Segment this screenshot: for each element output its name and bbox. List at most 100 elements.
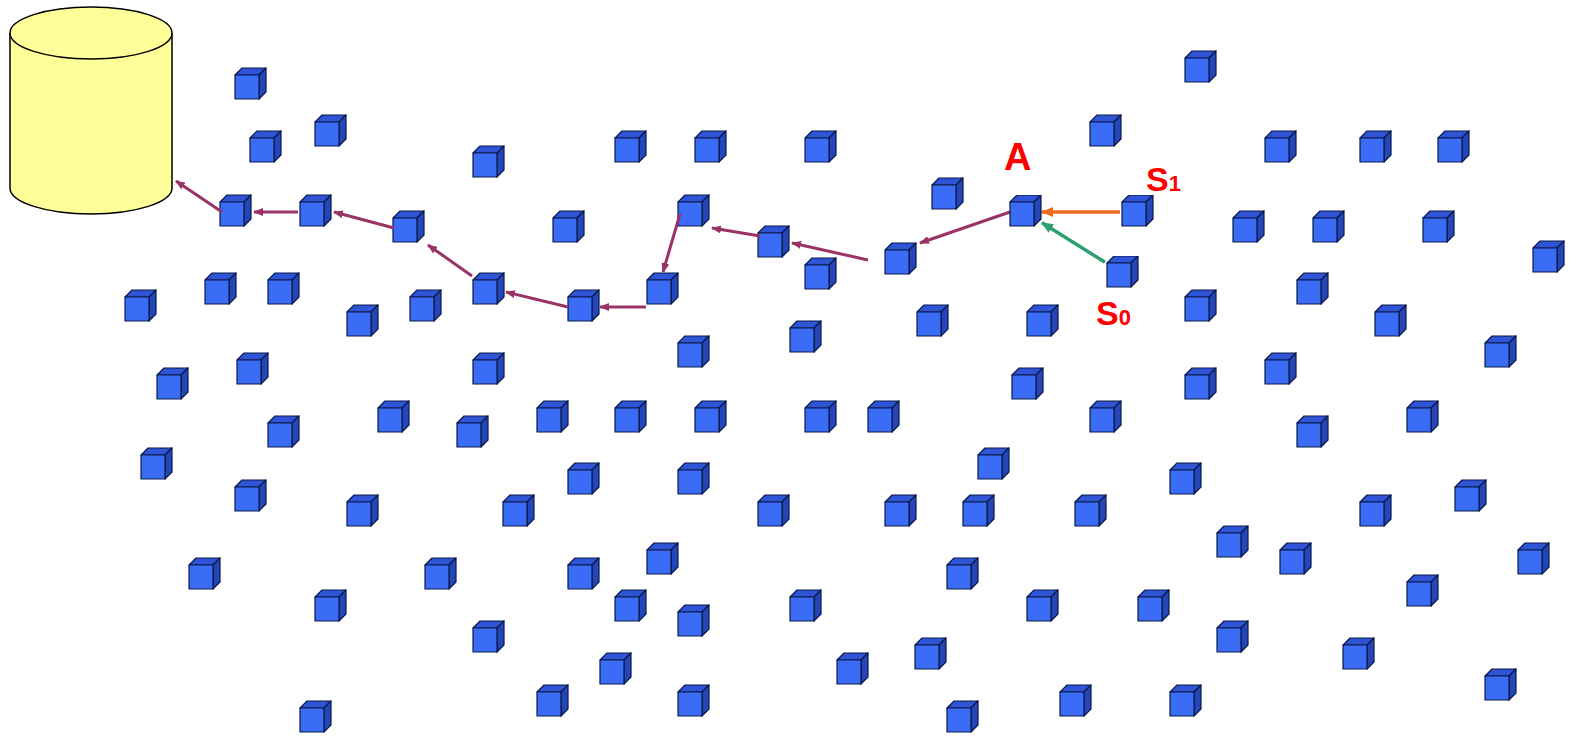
cube-face — [1233, 218, 1257, 242]
cube-face — [378, 408, 402, 432]
sensor-cube — [393, 211, 424, 242]
cube-face — [1280, 550, 1304, 574]
cube-face — [885, 502, 909, 526]
cube-face — [917, 312, 941, 336]
cube-face — [561, 401, 568, 432]
node-label: A — [1004, 138, 1031, 176]
cube-face — [941, 305, 948, 336]
sensor-cube — [568, 290, 599, 321]
cube-face — [702, 195, 709, 226]
cube-face — [1194, 685, 1201, 716]
cube-face — [300, 708, 324, 732]
cube-face — [1360, 138, 1384, 162]
sensor-cube — [963, 495, 994, 526]
sensor-cube — [473, 146, 504, 177]
sensor-cube — [315, 115, 346, 146]
sensor-cube — [758, 495, 789, 526]
cube-face — [600, 660, 624, 684]
cube-face — [1027, 312, 1051, 336]
cube-face — [671, 543, 678, 574]
sensor-cube — [615, 401, 646, 432]
sensor-cube — [1090, 115, 1121, 146]
cube-face — [671, 273, 678, 304]
cube-face — [1027, 597, 1051, 621]
cube-face — [292, 273, 299, 304]
cube-face — [1138, 597, 1162, 621]
cube-symbol — [1120, 195, 1154, 229]
cube-face — [1034, 195, 1041, 226]
sensor-node: S1 — [1120, 195, 1154, 229]
sensor-cube — [1233, 211, 1264, 242]
cube-face — [1297, 423, 1321, 447]
report-arrow — [1042, 223, 1105, 263]
sensor-cube — [678, 195, 709, 226]
cube-face — [719, 131, 726, 162]
route-arrow — [506, 292, 568, 307]
cube-face — [141, 455, 165, 479]
cube-face — [189, 565, 213, 589]
sensor-cube — [457, 416, 488, 447]
cube-face — [125, 297, 149, 321]
cube-face — [1431, 575, 1438, 606]
cube-face — [1479, 480, 1486, 511]
sensor-cube — [1297, 273, 1328, 304]
sensor-cube — [885, 243, 916, 274]
cube-face — [829, 258, 836, 289]
sensor-cube — [678, 336, 709, 367]
cube-face — [235, 487, 259, 511]
sensor-cube — [837, 653, 868, 684]
cube-face — [347, 312, 371, 336]
sensor-cube — [947, 701, 978, 732]
sensor-cube — [1518, 543, 1549, 574]
cube-face — [702, 685, 709, 716]
cube-face — [1485, 676, 1509, 700]
sensor-cube — [932, 178, 963, 209]
cube-face — [829, 401, 836, 432]
sensor-cube — [1297, 416, 1328, 447]
cube-face — [315, 122, 339, 146]
cube-face — [971, 701, 978, 732]
cube-face — [473, 628, 497, 652]
cube-face — [1321, 273, 1328, 304]
cube-face — [371, 305, 378, 336]
cube-face — [497, 273, 504, 304]
cube-face — [814, 590, 821, 621]
cube-face — [1241, 526, 1248, 557]
cube-face — [695, 138, 719, 162]
sensor-cube — [205, 273, 236, 304]
cube-face — [837, 660, 861, 684]
node-label: S1 — [1146, 162, 1181, 196]
cube-face — [1360, 502, 1384, 526]
cube-face — [624, 653, 631, 684]
route-arrow — [334, 212, 394, 228]
cube-face — [1060, 692, 1084, 716]
sensor-cube — [758, 226, 789, 257]
cube-face — [1297, 280, 1321, 304]
sensor-cube — [678, 685, 709, 716]
sensor-cube — [250, 131, 281, 162]
cube-face — [1509, 669, 1516, 700]
sensor-cube — [615, 131, 646, 162]
sensor-cube — [678, 605, 709, 636]
cube-face — [719, 401, 726, 432]
cube-face — [1557, 241, 1564, 272]
cube-face — [393, 218, 417, 242]
sensor-cube — [978, 448, 1009, 479]
cube-face — [220, 202, 244, 226]
route-arrow — [600, 306, 646, 309]
cube-face — [1407, 582, 1431, 606]
sensor-cube — [1012, 368, 1043, 399]
sensor-cube — [1170, 463, 1201, 494]
cube-face — [315, 597, 339, 621]
cube-face — [987, 495, 994, 526]
cube-face — [592, 558, 599, 589]
sensor-cube — [695, 401, 726, 432]
sensor-cube — [790, 590, 821, 621]
sensor-cube — [1060, 685, 1091, 716]
cube-face — [805, 408, 829, 432]
sensor-cube — [1375, 305, 1406, 336]
cube-face — [956, 178, 963, 209]
cube-face — [577, 211, 584, 242]
cube-face — [1185, 58, 1209, 82]
